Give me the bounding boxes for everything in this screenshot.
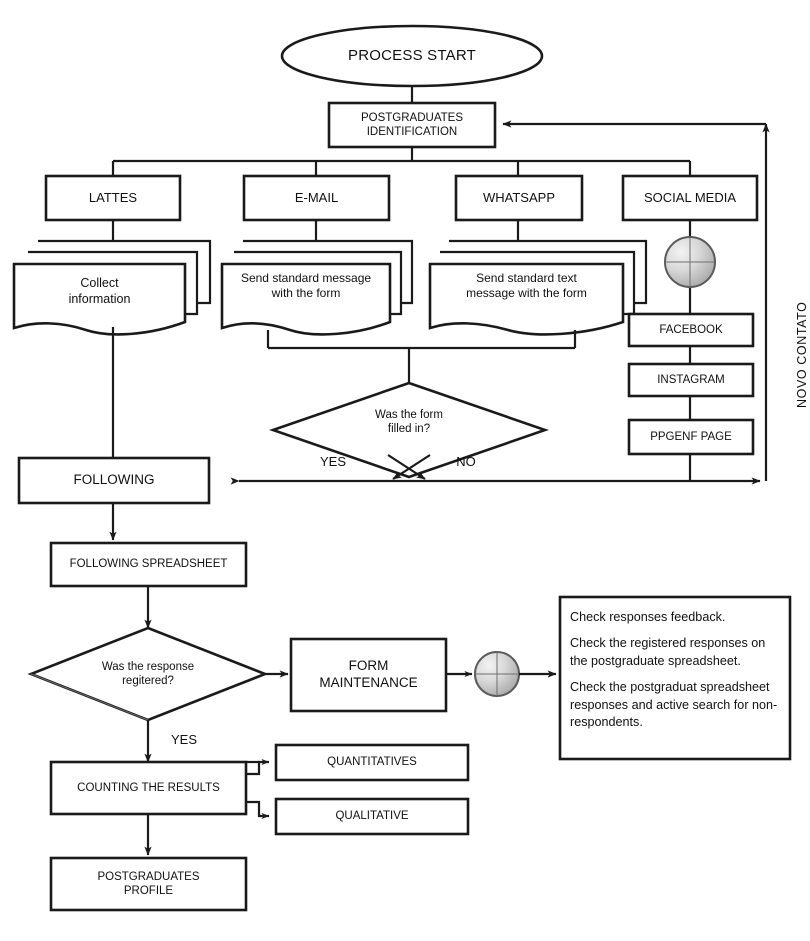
note-line-2: Check the registered responses on the po… (570, 636, 766, 668)
note-line-3: Check the postgraduat spreadsheet respon… (570, 680, 778, 729)
edge-label-novo-contato: NOVO CONTATO (795, 301, 809, 408)
note-line-1: Check responses feedback. (570, 610, 726, 624)
note-check-responses: Check responses feedback. Check the regi… (570, 609, 782, 731)
